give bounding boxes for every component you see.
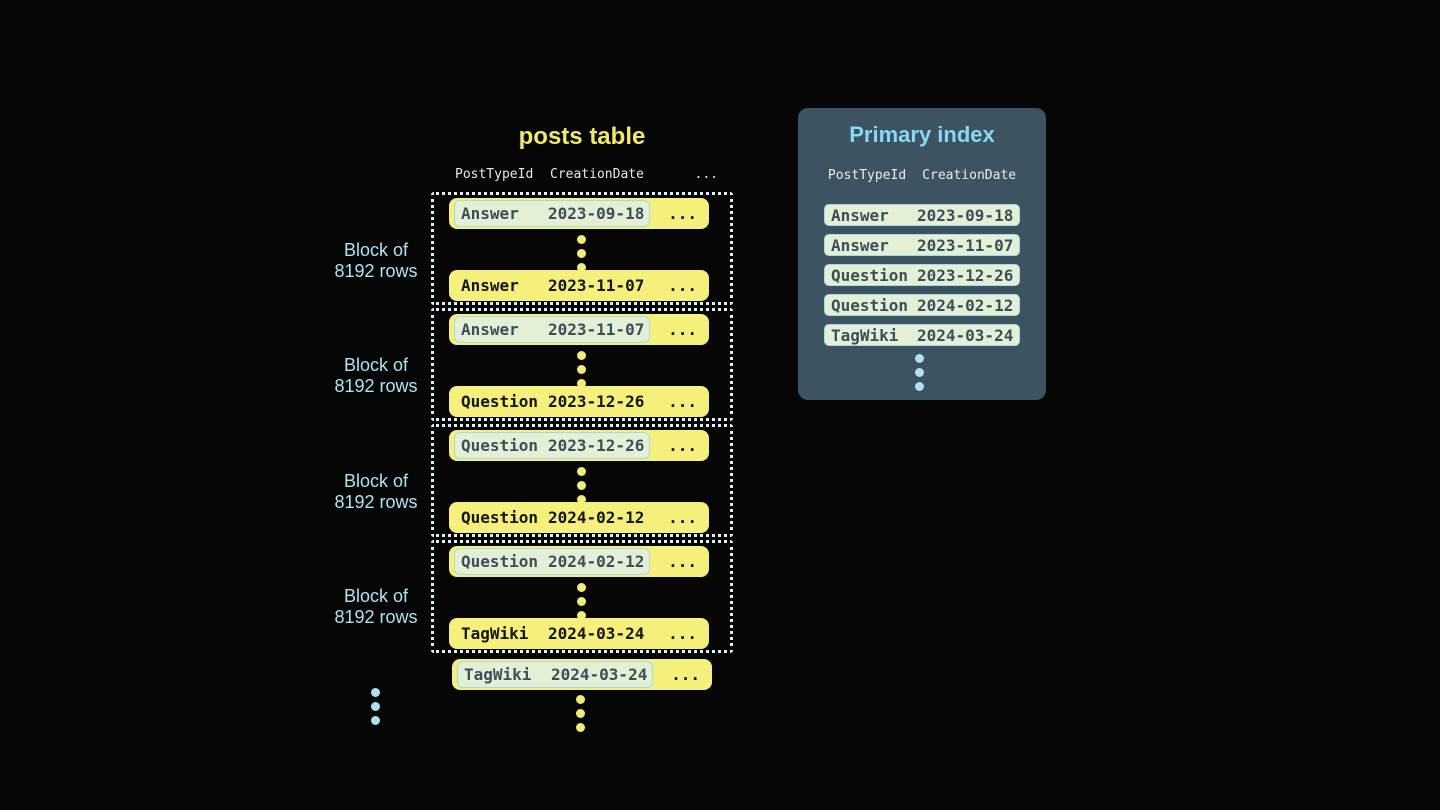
row-values: TagWiki 2024-03-24 <box>454 620 650 647</box>
row-posttype: Question <box>461 392 539 411</box>
vertical-ellipsis-dot <box>577 583 586 592</box>
row-ellipsis: ... <box>671 665 700 684</box>
posts-table-column-headers: PostTypeId CreationDate ... <box>452 167 718 182</box>
row-ellipsis: ... <box>668 204 697 223</box>
vertical-ellipsis-dot <box>371 688 380 697</box>
table-row: Answer 2023-09-18 ... <box>449 198 709 229</box>
table-row: Answer 2023-11-07 ... <box>449 314 709 345</box>
row-creationdate: 2023-11-07 <box>548 276 645 295</box>
row-posttype: Question <box>461 552 539 571</box>
vertical-ellipsis-dot <box>576 723 585 732</box>
row-posttype: Question <box>461 436 539 455</box>
primary-index-column-headers: PostTypeId CreationDate <box>798 168 1046 183</box>
index-creationdate: 2024-02-12 <box>917 295 1014 315</box>
index-header-posttypeid: PostTypeId <box>827 168 907 183</box>
row-ellipsis: ... <box>668 392 697 411</box>
table-row: Question 2024-02-12 ... <box>449 502 709 533</box>
row-values: Answer 2023-11-07 <box>454 272 650 299</box>
row-ellipsis: ... <box>668 320 697 339</box>
vertical-ellipsis-dot <box>577 597 586 606</box>
row-creationdate: 2023-12-26 <box>548 392 645 411</box>
index-entry: Question 2023-12-26 <box>824 264 1020 286</box>
vertical-ellipsis-dot <box>576 709 585 718</box>
table-row: Answer 2023-11-07 ... <box>449 270 709 301</box>
posts-table-title: posts table <box>518 123 646 150</box>
row-posttype: Answer <box>461 276 519 295</box>
vertical-ellipsis-dot <box>577 481 586 490</box>
index-posttype: Answer <box>831 235 889 255</box>
row-posttype: TagWiki <box>464 665 532 684</box>
row-creationdate: 2023-11-07 <box>548 320 645 339</box>
vertical-ellipsis-dot <box>915 368 924 377</box>
posts-header-posttypeid: PostTypeId <box>455 167 534 182</box>
row-values: Question 2023-12-26 <box>454 388 650 415</box>
vertical-ellipsis-dot <box>577 249 586 258</box>
index-entry: Question 2024-02-12 <box>824 294 1020 316</box>
posts-header-creationdate: CreationDate <box>550 167 644 182</box>
row-creationdate: 2023-12-26 <box>548 436 645 455</box>
posts-header-ellipsis: ... <box>694 167 718 182</box>
vertical-ellipsis-dot <box>371 716 380 725</box>
table-row: TagWiki 2024-03-24 ... <box>449 618 709 649</box>
table-row: TagWiki 2024-03-24 ... <box>452 659 712 690</box>
vertical-ellipsis-dot <box>577 467 586 476</box>
row-posttype: TagWiki <box>461 624 529 643</box>
index-posttype: TagWiki <box>831 325 899 345</box>
vertical-ellipsis-dot <box>577 379 586 388</box>
vertical-ellipsis-dot <box>915 382 924 391</box>
row-creationdate: 2024-02-12 <box>548 508 645 527</box>
row-ellipsis: ... <box>668 276 697 295</box>
vertical-ellipsis-dot <box>371 702 380 711</box>
indexed-row-highlight: Answer 2023-09-18 <box>454 200 651 227</box>
primary-index-title: Primary index <box>849 122 995 147</box>
index-creationdate: 2023-09-18 <box>917 205 1014 225</box>
row-ellipsis: ... <box>668 436 697 455</box>
row-ellipsis: ... <box>668 552 697 571</box>
row-creationdate: 2023-09-18 <box>548 204 645 223</box>
row-block-4: Question 2024-02-12 ... TagWiki 2024-03-… <box>431 540 733 653</box>
row-creationdate: 2024-03-24 <box>548 624 645 643</box>
index-entry: TagWiki 2024-03-24 <box>824 324 1020 346</box>
vertical-ellipsis-dot <box>577 263 586 272</box>
index-posttype: Question <box>831 295 909 315</box>
vertical-ellipsis-dot <box>915 354 924 363</box>
indexed-row-highlight: Answer 2023-11-07 <box>454 316 651 343</box>
block-label: Block of 8192 rows <box>334 240 418 281</box>
row-block-2: Answer 2023-11-07 ... Question 2023-12-2… <box>431 308 733 421</box>
row-creationdate: 2024-03-24 <box>551 665 648 684</box>
row-posttype: Answer <box>461 204 519 223</box>
table-row: Question 2023-12-26 ... <box>449 386 709 417</box>
row-posttype: Answer <box>461 320 519 339</box>
vertical-ellipsis-dot <box>576 695 585 704</box>
vertical-ellipsis-dot <box>577 611 586 620</box>
indexed-row-highlight: Question 2023-12-26 <box>454 432 651 459</box>
index-header-creationdate: CreationDate <box>922 168 1017 183</box>
index-entry: Answer 2023-09-18 <box>824 204 1020 226</box>
vertical-ellipsis-dot <box>577 365 586 374</box>
vertical-ellipsis-dot <box>577 351 586 360</box>
table-row: Question 2024-02-12 ... <box>449 546 709 577</box>
vertical-ellipsis-dot <box>577 495 586 504</box>
row-creationdate: 2024-02-12 <box>548 552 645 571</box>
index-posttype: Question <box>831 265 909 285</box>
block-label: Block of 8192 rows <box>334 355 418 396</box>
row-block-3: Question 2023-12-26 ... Question 2024-02… <box>431 424 733 537</box>
indexed-row-highlight: Question 2024-02-12 <box>454 548 651 575</box>
indexed-row-highlight: TagWiki 2024-03-24 <box>457 661 654 688</box>
index-entry: Answer 2023-11-07 <box>824 234 1020 256</box>
row-block-1: Answer 2023-09-18 ... Answer 2023-11-07 … <box>431 192 733 305</box>
block-label: Block of 8192 rows <box>334 586 418 627</box>
row-ellipsis: ... <box>668 624 697 643</box>
row-values: Question 2024-02-12 <box>454 504 650 531</box>
row-ellipsis: ... <box>668 508 697 527</box>
index-posttype: Answer <box>831 205 889 225</box>
block-label: Block of 8192 rows <box>334 471 418 512</box>
row-posttype: Question <box>461 508 539 527</box>
primary-index-panel: Primary index PostTypeId CreationDate An… <box>798 108 1046 400</box>
index-creationdate: 2024-03-24 <box>917 325 1014 345</box>
table-row: Question 2023-12-26 ... <box>449 430 709 461</box>
vertical-ellipsis-dot <box>577 235 586 244</box>
index-creationdate: 2023-12-26 <box>917 265 1014 285</box>
index-creationdate: 2023-11-07 <box>917 235 1014 255</box>
